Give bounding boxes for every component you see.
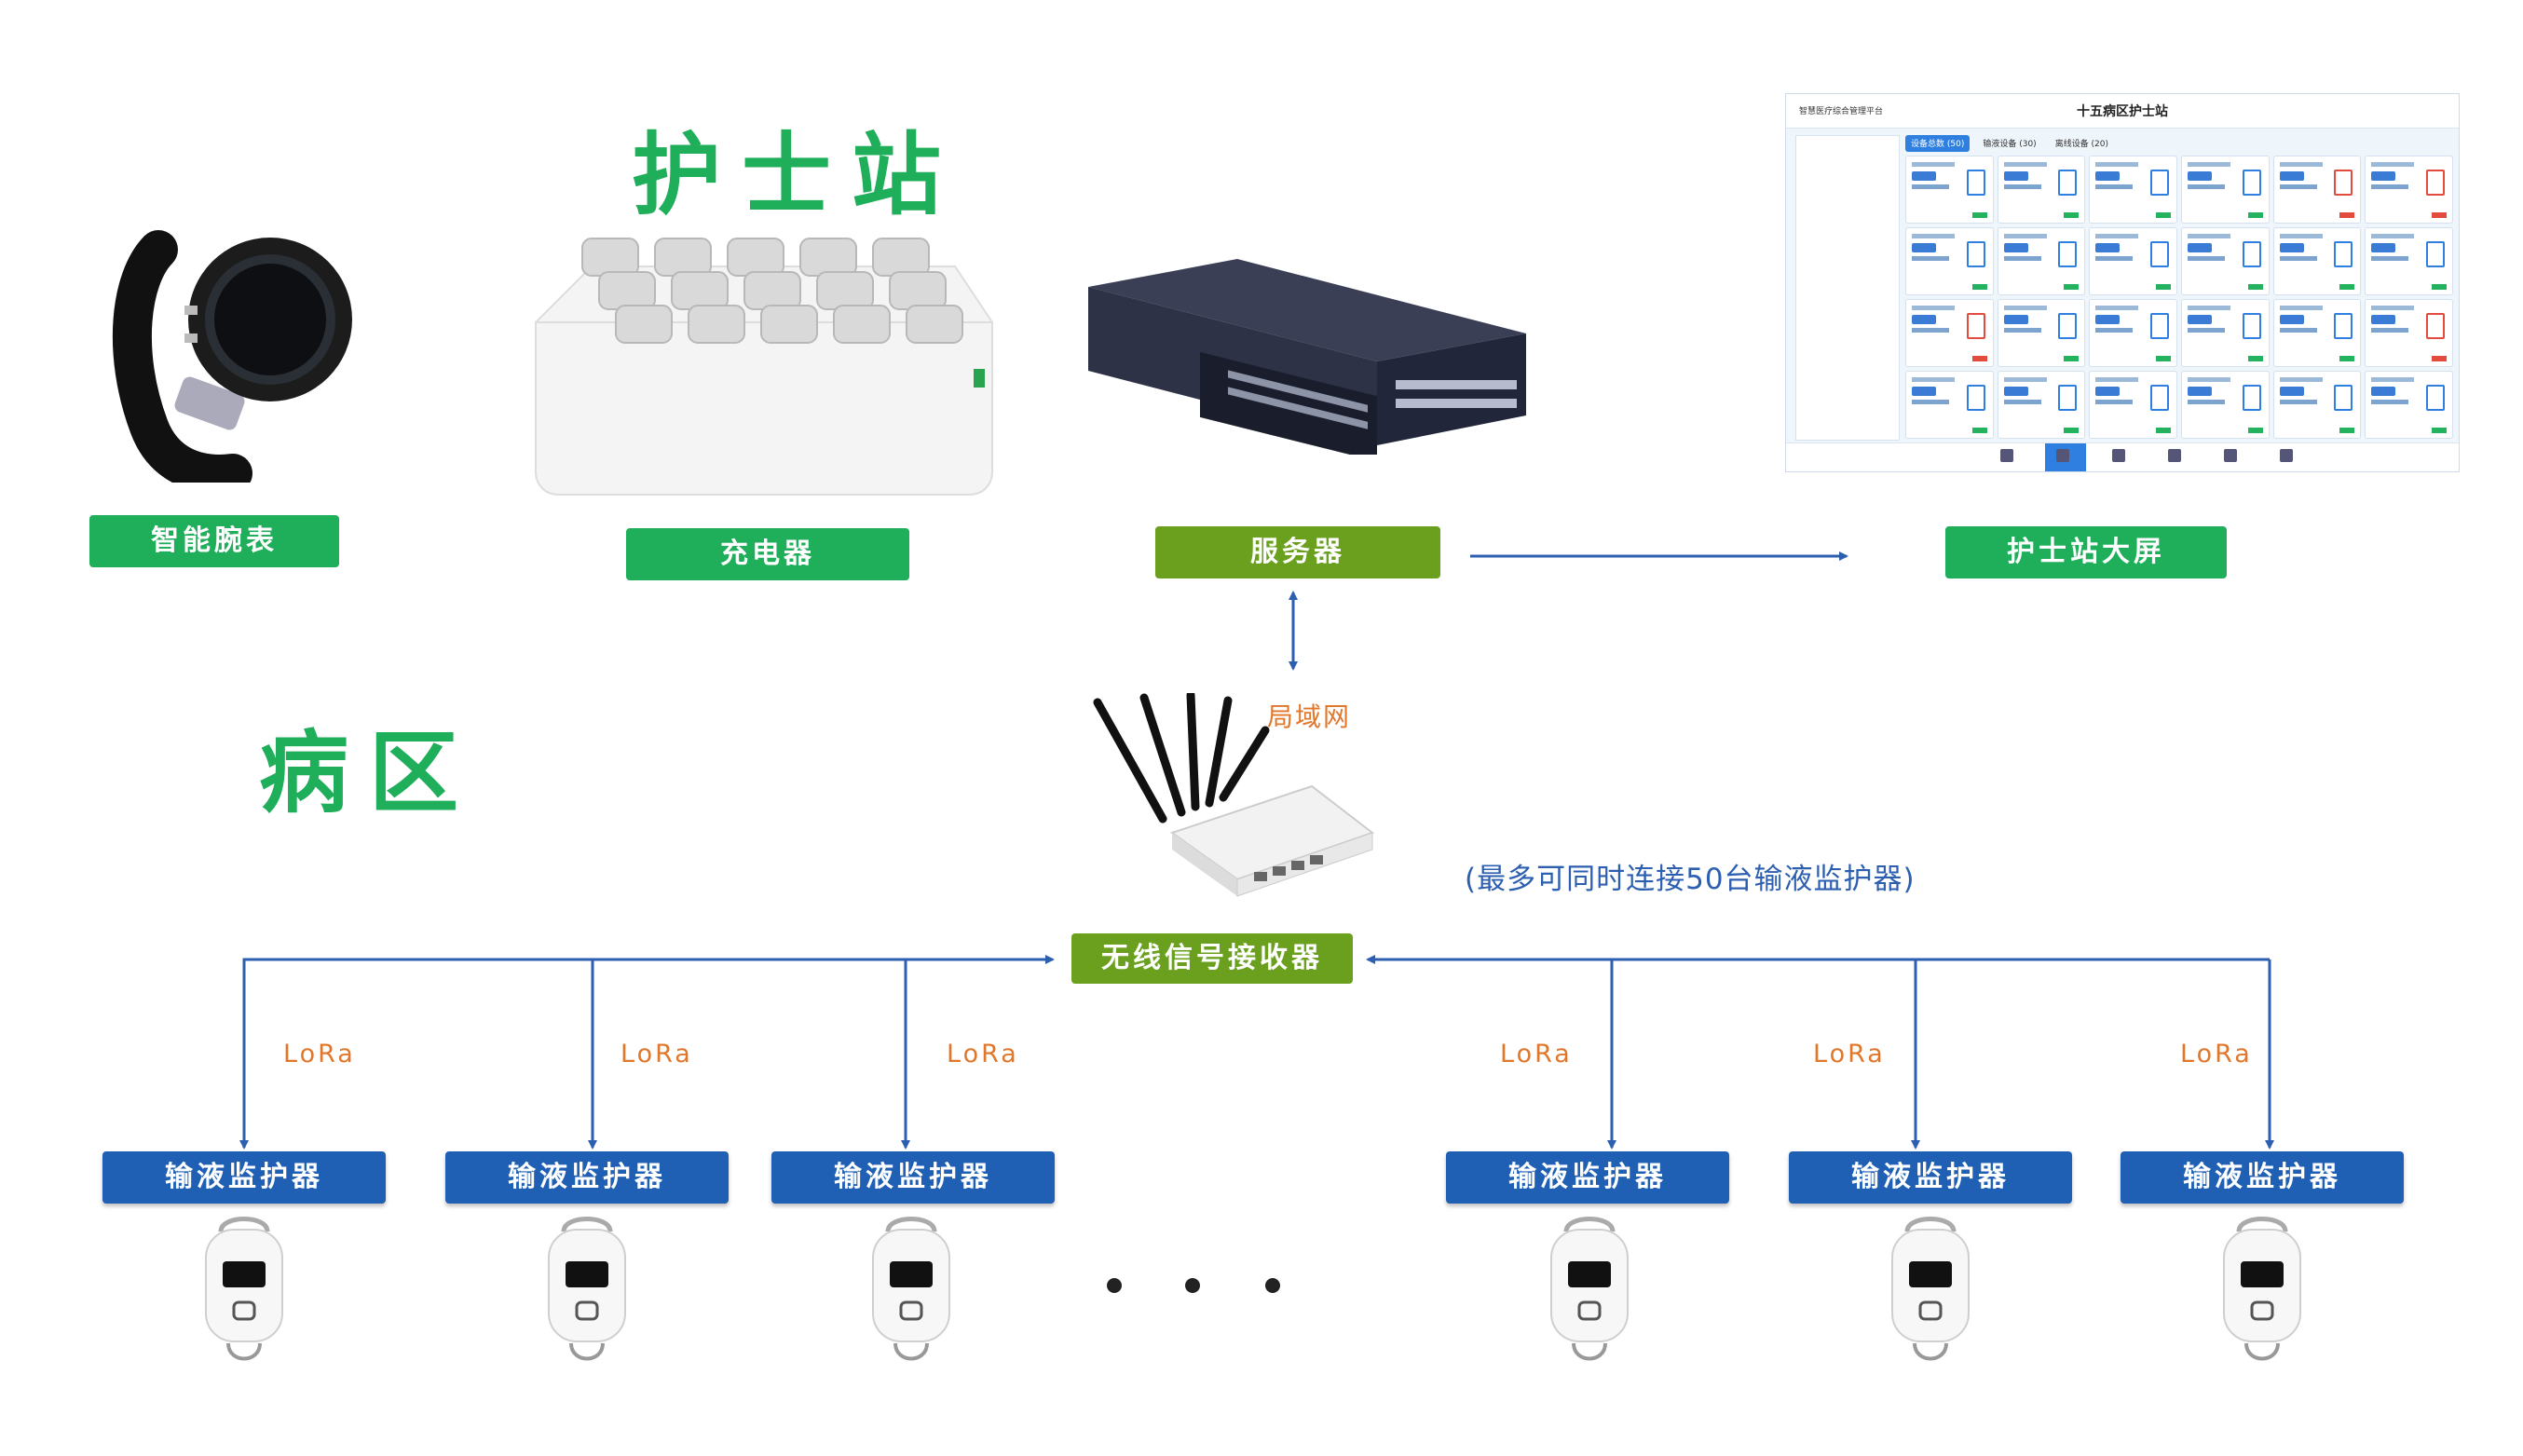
- bed-card: [1905, 371, 1994, 439]
- dashboard-bottom-bar: [1786, 442, 2459, 471]
- dashboard-bed-grid: [1905, 156, 2453, 439]
- lora-label-6: LoRa: [2180, 1040, 2253, 1068]
- bed-card: [1997, 371, 2086, 439]
- charger-slot: [760, 305, 818, 344]
- charger-slot: [727, 238, 784, 277]
- bed-card: [1905, 227, 1994, 295]
- charger-slot: [654, 238, 712, 277]
- dashboard-nav-icon: [2000, 449, 2013, 462]
- charger-slot: [889, 271, 947, 310]
- dashboard-tabs: 设备总数 (50) 输液设备 (30) 离线设备 (20): [1905, 135, 2114, 152]
- monitor-label-3: 输液监护器: [771, 1151, 1055, 1204]
- bed-card: [2272, 371, 2362, 439]
- infusion-monitor-device-3: [872, 1217, 950, 1361]
- lora-label-1: LoRa: [283, 1040, 356, 1068]
- bed-card: [1905, 299, 1994, 367]
- charger-slot: [581, 238, 639, 277]
- monitor-label-6: 输液监护器: [2121, 1151, 2404, 1204]
- charger-slot: [671, 271, 729, 310]
- dashboard-tab-offline: 离线设备 (20): [2054, 140, 2109, 149]
- router-image: [1093, 693, 1375, 897]
- monitor-label-5: 输液监护器: [1789, 1151, 2072, 1204]
- infusion-monitor-device-4: [1550, 1217, 1629, 1361]
- bed-card: [2089, 156, 2177, 224]
- nurse-station-dashboard: 智慧医疗综合管理平台 十五病区护士站 设备总数 (50) 输液设备 (30) 离…: [1785, 93, 2460, 472]
- receiver-label: 无线信号接收器: [1071, 933, 1353, 984]
- bed-card: [2365, 227, 2453, 295]
- nurse-station-heading: 护士站: [632, 123, 961, 227]
- smartwatch-label: 智能腕表: [89, 515, 339, 567]
- server-label: 服务器: [1155, 526, 1440, 578]
- charger-slot: [833, 305, 891, 344]
- charger-slot: [872, 238, 930, 277]
- charger-slot: [906, 305, 963, 344]
- charger-label: 充电器: [626, 528, 909, 580]
- monitor-label-2: 输液监护器: [445, 1151, 729, 1204]
- infusion-monitor-device-6: [2223, 1217, 2301, 1361]
- bed-card: [1997, 227, 2086, 295]
- dashboard-sidebar: [1795, 135, 1900, 441]
- smartwatch-image: [112, 230, 352, 483]
- capacity-note: (最多可同时连接50台输液监护器): [1465, 863, 1916, 896]
- bed-card: [2180, 227, 2270, 295]
- bed-card: [2089, 227, 2177, 295]
- monitor-label-4: 输液监护器: [1446, 1151, 1729, 1204]
- server-image: [1088, 259, 1526, 455]
- bed-card: [1997, 156, 2086, 224]
- lora-label-4: LoRa: [1500, 1040, 1573, 1068]
- lora-label-5: LoRa: [1813, 1040, 1886, 1068]
- ward-heading: 病区: [259, 721, 479, 825]
- infusion-monitor-device-5: [1891, 1217, 1970, 1361]
- bed-card: [2089, 299, 2177, 367]
- lora-label-3: LoRa: [947, 1040, 1019, 1068]
- charger-slot: [688, 305, 745, 344]
- bed-card: [1905, 156, 1994, 224]
- dashboard-nav-icon: [2112, 449, 2125, 462]
- lora-label-2: LoRa: [621, 1040, 693, 1068]
- charger-slot: [615, 305, 673, 344]
- bed-card: [2365, 299, 2453, 367]
- infusion-monitor-device-2: [548, 1217, 626, 1361]
- bed-card: [2180, 156, 2270, 224]
- charger-slot: [799, 238, 857, 277]
- dashboard-title: 十五病区护士站: [2077, 104, 2168, 119]
- dashboard-tab-all: 设备总数 (50): [1905, 135, 1971, 152]
- bed-card: [2272, 227, 2362, 295]
- charger-slot: [598, 271, 656, 310]
- bed-card: [1997, 299, 2086, 367]
- bed-card: [2089, 371, 2177, 439]
- dashboard-nav-icon: [2280, 449, 2293, 462]
- bed-card: [2272, 156, 2362, 224]
- dashboard-nav-icon: [2224, 449, 2237, 462]
- lan-label: 局域网: [1267, 701, 1352, 732]
- dashboard-nav-icon: [2168, 449, 2181, 462]
- charger-image: [535, 238, 993, 496]
- bed-card: [2180, 299, 2270, 367]
- dashboard-brand: 智慧医疗综合管理平台: [1799, 107, 1884, 116]
- monitor-label-1: 输液监护器: [102, 1151, 386, 1204]
- dashboard-header: 智慧医疗综合管理平台 十五病区护士站: [1786, 94, 2459, 129]
- charger-slot: [743, 271, 801, 310]
- bed-card: [2272, 299, 2362, 367]
- big-screen-label: 护士站大屏: [1945, 526, 2227, 578]
- dashboard-nav-icon: [2056, 449, 2069, 462]
- charger-slot: [816, 271, 874, 310]
- bed-card: [2365, 156, 2453, 224]
- bed-card: [2365, 371, 2453, 439]
- bed-card: [2180, 371, 2270, 439]
- dashboard-tab-infusion: 输液设备 (30): [1983, 140, 2037, 149]
- infusion-monitor-device-1: [205, 1217, 283, 1361]
